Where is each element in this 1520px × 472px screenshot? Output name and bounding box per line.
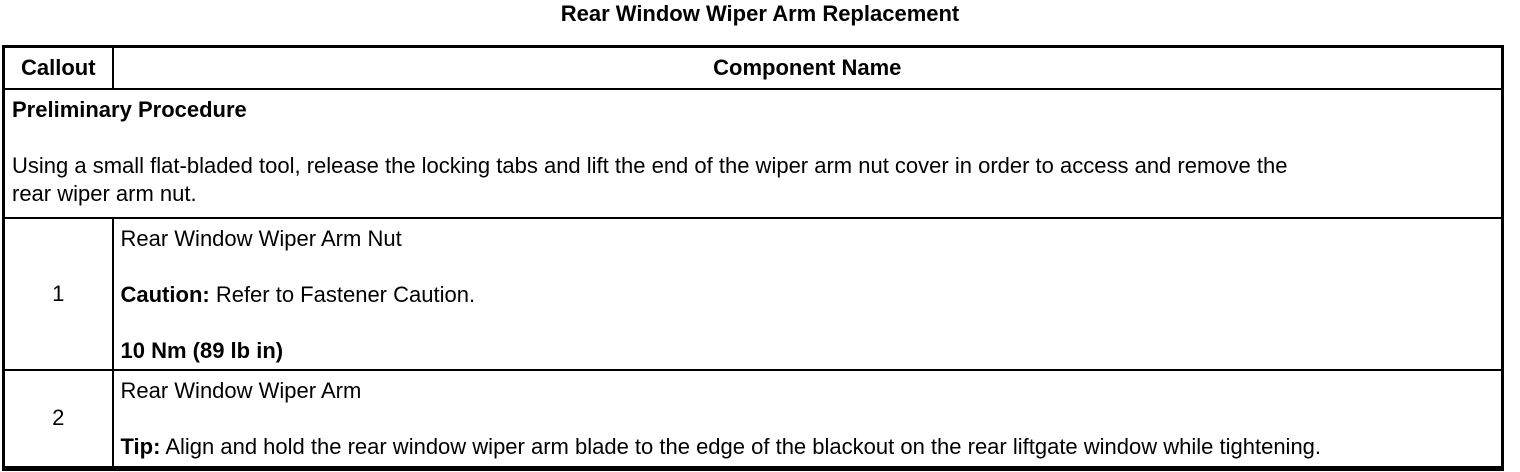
preliminary-procedure-cell: Preliminary Procedure Using a small flat… (2, 88, 1504, 219)
component-table: Callout Component Name Preliminary Proce… (2, 45, 1504, 471)
tip-note-2: Tip: Align and hold the rear window wipe… (121, 433, 1496, 461)
preliminary-procedure-heading: Preliminary Procedure (12, 97, 247, 122)
caution-note-1: Caution: Refer to Fastener Caution. (121, 281, 1496, 309)
preliminary-procedure-row: Preliminary Procedure Using a small flat… (2, 88, 1504, 219)
component-name-1: Rear Window Wiper Arm Nut (120, 226, 402, 251)
tip-text: Align and hold the rear window wiper arm… (160, 434, 1322, 459)
table-row-2: 2 Rear Window Wiper Arm Tip: Align and h… (2, 369, 1504, 469)
callout-number-2: 2 (2, 369, 114, 469)
preliminary-procedure-text-line-2: rear wiper arm nut. (12, 181, 197, 206)
caution-text: Refer to Fastener Caution. (209, 282, 476, 307)
column-header-component-name: Component Name (111, 45, 1504, 90)
caution-label: Caution: (120, 282, 210, 307)
preliminary-procedure-text-line-1: Using a small flat-bladed tool, release … (12, 153, 1288, 178)
component-cell-2: Rear Window Wiper Arm Tip: Align and hol… (111, 369, 1504, 469)
callout-number-1: 1 (2, 217, 114, 371)
page-title: Rear Window Wiper Arm Replacement (560, 1, 960, 26)
column-header-callout: Callout (2, 45, 114, 90)
torque-spec-1: 10 Nm (89 lb in) (120, 338, 284, 363)
header-row: Callout Component Name (2, 45, 1504, 90)
component-cell-1: Rear Window Wiper Arm Nut Caution: Refer… (111, 217, 1504, 371)
tip-label: Tip: (120, 434, 161, 459)
component-name-2: Rear Window Wiper Arm (120, 378, 362, 403)
table-row-1: 1 Rear Window Wiper Arm Nut Caution: Ref… (2, 217, 1504, 371)
